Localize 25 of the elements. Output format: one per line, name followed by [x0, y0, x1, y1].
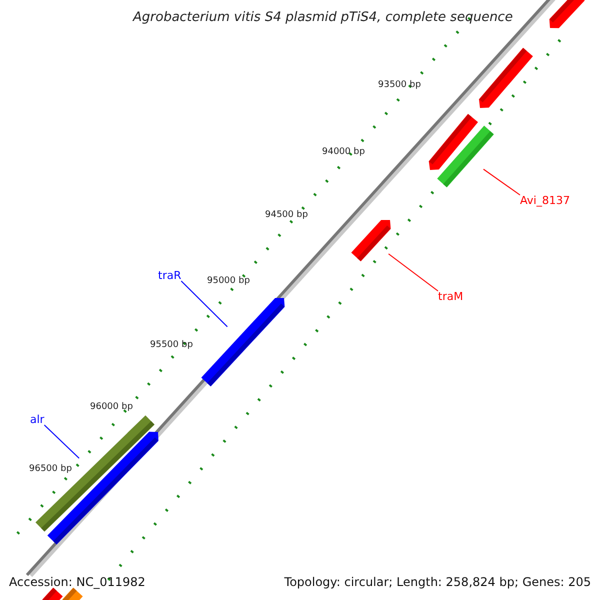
tick-label: 96500 bp	[29, 465, 72, 474]
gene-bar	[437, 126, 494, 188]
gene-label: Avi_8137	[520, 195, 570, 206]
tick-label: 93500 bp	[378, 81, 421, 90]
tick-label: 95500 bp	[150, 341, 193, 350]
gene-bar	[549, 0, 585, 28]
leader-line	[482, 168, 520, 196]
gene-bar	[62, 588, 83, 600]
gene-bar	[478, 48, 533, 108]
tick-label: 94000 bp	[322, 148, 365, 157]
summary-text: Topology: circular; Length: 258,824 bp; Genes: 205	[284, 576, 591, 588]
tick-label: 94500 bp	[265, 211, 308, 220]
tick-label: 96000 bp	[90, 403, 133, 412]
title: Agrobacterium vitis S4 plasmid pTiS4, complete sequence	[133, 11, 513, 24]
tick-label: 95000 bp	[207, 277, 250, 286]
leader-line	[44, 424, 80, 459]
gene-label: alr	[30, 414, 44, 425]
gene-label: traM	[438, 291, 464, 302]
leader-line	[388, 253, 438, 292]
gene-bar	[201, 298, 285, 386]
gene-bar	[351, 220, 391, 262]
gene-bar	[42, 588, 63, 600]
accession-text: Accession: NC_011982	[9, 576, 146, 588]
gene-label: traR	[158, 270, 182, 281]
leader-line	[180, 280, 228, 328]
